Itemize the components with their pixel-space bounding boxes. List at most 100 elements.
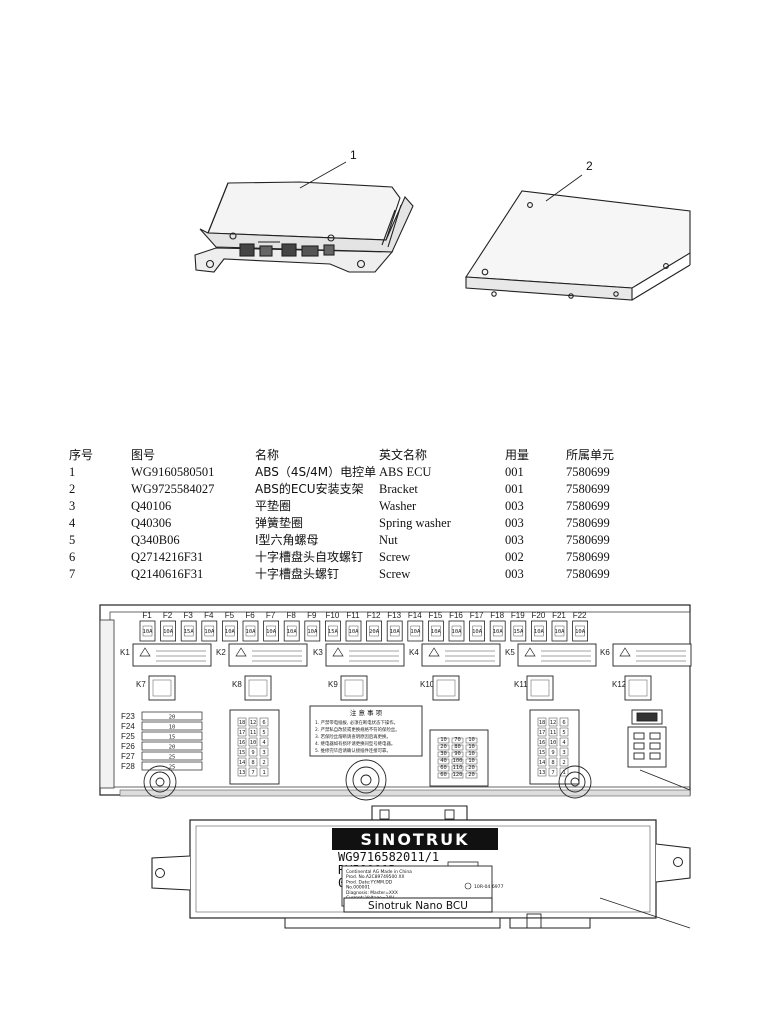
spare-fuse-cell: 4 bbox=[562, 740, 566, 746]
bcu-spec-line: Prod. Date:YY.MM.DD bbox=[346, 879, 393, 885]
fuse-label: F17 bbox=[470, 611, 484, 620]
bcu-part-number: WG9716582011/1 bbox=[338, 850, 439, 864]
relay-socket bbox=[148, 675, 176, 701]
spare-fuse-cell: 14 bbox=[239, 760, 246, 766]
row-quantity: 003 bbox=[505, 567, 524, 581]
relay-socket bbox=[421, 643, 501, 667]
side-fuse-label: F24 bbox=[121, 722, 135, 731]
spare-fuse-cell: 18 bbox=[539, 720, 546, 726]
fuse-label: F20 bbox=[532, 611, 546, 620]
notice-line: 1. 严禁带电插拔, 必须在断电状态下操作。 bbox=[315, 719, 398, 726]
fuse-label: F13 bbox=[387, 611, 401, 620]
fuse-label: F18 bbox=[490, 611, 504, 620]
spare-fuse-cell: 13 bbox=[539, 770, 546, 776]
row-quantity: 001 bbox=[505, 465, 524, 479]
side-fuse-rating: 20 bbox=[169, 745, 176, 751]
row-name: ABS（4S/4M）电控单 bbox=[255, 465, 377, 479]
row-name: 弹簧垫圈 bbox=[255, 516, 304, 530]
row-unit: 7580699 bbox=[566, 533, 610, 547]
spare-fuse-cell: 16 bbox=[239, 740, 246, 746]
notice-line: 4. 继电器如有损坏请更换同型号继电器。 bbox=[315, 740, 395, 747]
row-part-number: WG9160580501 bbox=[131, 465, 215, 479]
fuse-label: F9 bbox=[307, 611, 317, 620]
row-part-number: WG9725584027 bbox=[131, 482, 215, 496]
fuse-slot: 10A bbox=[427, 620, 444, 642]
fuse-rating: 10A bbox=[431, 629, 442, 635]
fuse-rating: 10A bbox=[410, 629, 421, 635]
row-name: 平垫圈 bbox=[255, 499, 292, 513]
fuse-label: F8 bbox=[287, 611, 297, 620]
fuse-rating: 20A bbox=[369, 629, 380, 635]
spare-fuse-cell: 90 bbox=[454, 751, 461, 757]
row-english-name: ABS ECU bbox=[379, 465, 432, 479]
spare-fuse-cell: 13 bbox=[239, 770, 246, 776]
spare-fuse-cell: 16 bbox=[539, 740, 546, 746]
side-fuse-rating: 20 bbox=[169, 715, 176, 721]
callout-2: 2 bbox=[586, 159, 593, 173]
relay-socket bbox=[517, 643, 597, 667]
fuse-slot: 10A bbox=[304, 620, 321, 642]
notice-line: 2. 严禁私自改装或更换规格不符的保险丝。 bbox=[315, 726, 400, 733]
fuse-slot: 10A bbox=[551, 620, 568, 642]
fuse-label: F7 bbox=[266, 611, 276, 620]
spare-fuse-cell: 80 bbox=[454, 744, 461, 750]
row-part-number: Q40106 bbox=[131, 499, 172, 513]
spare-fuse-cell: 20 bbox=[468, 772, 475, 778]
spare-fuse-cell: 12 bbox=[550, 720, 557, 726]
row-english-name: Screw bbox=[379, 550, 411, 564]
bcu-spec-line: Diagnosis: Master=XXX bbox=[346, 890, 398, 896]
spare-fuse-cell: 10 bbox=[250, 740, 257, 746]
fuse-rating: 10A bbox=[143, 629, 154, 635]
relay-label: K5 bbox=[505, 648, 515, 657]
fuse-slot: 10A bbox=[386, 620, 403, 642]
spare-fuse-cell: 60 bbox=[440, 772, 447, 778]
spare-fuse-cell: 10 bbox=[550, 740, 557, 746]
relay-label: K2 bbox=[216, 648, 226, 657]
spare-fuse-cell: 1 bbox=[262, 770, 265, 776]
grommet-left bbox=[143, 765, 177, 799]
relay-socket bbox=[612, 643, 692, 667]
row-part-number: Q40306 bbox=[131, 516, 172, 530]
fuse-relay-box: F110AF210AF315AF410AF510AF610AF710AF810A… bbox=[99, 604, 692, 801]
fuse-slot: 10A bbox=[572, 620, 588, 642]
fuse-slot: 10A bbox=[242, 620, 259, 642]
relay-socket bbox=[244, 675, 272, 701]
relay-socket bbox=[325, 643, 405, 667]
row-index: 3 bbox=[69, 499, 76, 513]
fuse-label: F16 bbox=[449, 611, 463, 620]
fuse-rating: 10A bbox=[472, 629, 483, 635]
fuse-rating: 10A bbox=[452, 629, 463, 635]
fuse-label: F12 bbox=[367, 611, 381, 620]
fuse-rating: 15A bbox=[513, 629, 524, 635]
fuse-label: F15 bbox=[429, 611, 443, 620]
fuse-rating: 15A bbox=[184, 629, 195, 635]
notice-title: 注 意 事 项 bbox=[350, 708, 383, 717]
row-english-name: Screw bbox=[379, 567, 411, 581]
spare-fuse-cell: 3 bbox=[562, 750, 565, 756]
row-unit: 7580699 bbox=[566, 567, 610, 581]
row-name: 十字槽盘头螺钉 bbox=[255, 567, 340, 581]
spare-fuse-cell: 2 bbox=[262, 760, 265, 766]
relay-socket bbox=[624, 675, 652, 701]
bcu-brand-band bbox=[332, 828, 498, 850]
fuse-rating: 15A bbox=[328, 629, 339, 635]
relay-label: K8 bbox=[232, 680, 242, 689]
fuse-slot: 20A bbox=[366, 620, 383, 642]
row-part-number: Q340B06 bbox=[131, 533, 180, 547]
row-unit: 7580699 bbox=[566, 550, 610, 564]
header-name: 名称 bbox=[255, 448, 280, 462]
row-quantity: 002 bbox=[505, 550, 524, 564]
fuse-label: F5 bbox=[225, 611, 235, 620]
relay-label: K6 bbox=[600, 648, 610, 657]
side-fuse-label: F26 bbox=[121, 742, 135, 751]
